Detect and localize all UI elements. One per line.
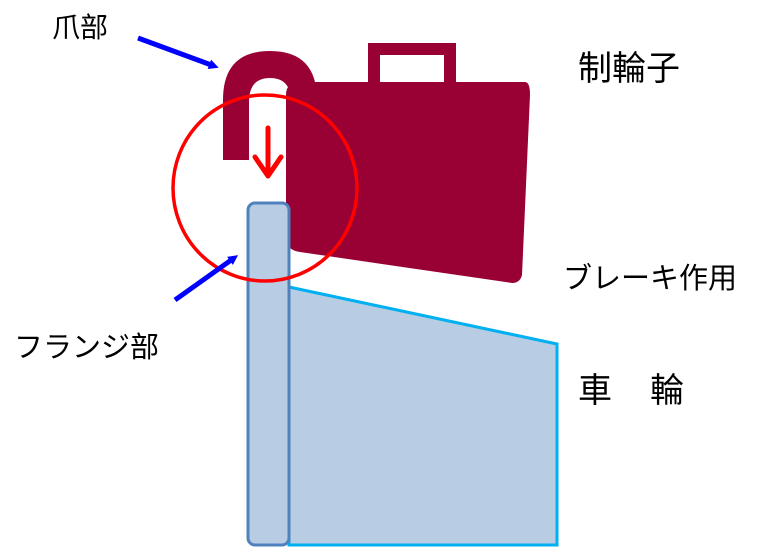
brake-shoe: [286, 82, 530, 283]
brake-action-label: ブレーキ作用: [563, 261, 738, 295]
wheel-label: 車 輪: [578, 371, 686, 411]
flange-label: フランジ部: [14, 330, 160, 364]
wheel-flange: [246, 201, 291, 547]
wheel-body: [287, 285, 559, 547]
claw-pointer-arrow: [137, 35, 219, 69]
flange-pointer-arrow: [173, 255, 239, 303]
claw-hook: [223, 51, 317, 160]
claw-label: 爪部: [52, 11, 109, 44]
contact-highlight-circle: [171, 93, 359, 283]
force-arrow: [252, 125, 284, 179]
brake-shoe-label: 制輪子: [578, 49, 680, 89]
